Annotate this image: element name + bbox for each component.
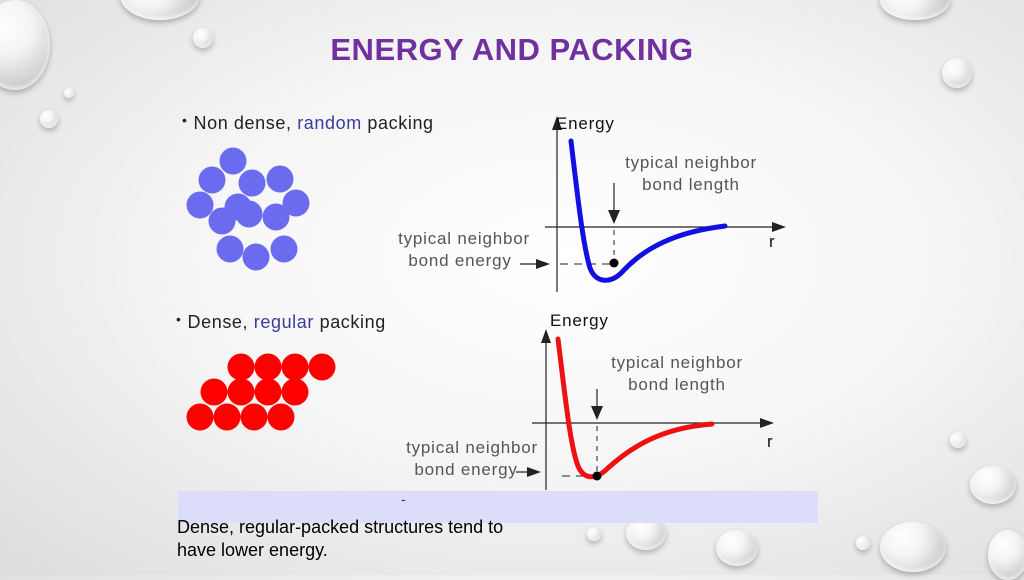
bullet-prefix: Dense, [187, 312, 254, 332]
bullet-accent: random [297, 113, 362, 133]
atom [242, 243, 270, 271]
atom [254, 378, 282, 406]
atom [208, 207, 236, 235]
bullet-non-dense: • Non dense, random packing [182, 112, 434, 134]
energy-curve [568, 138, 728, 283]
atom [282, 189, 310, 217]
regular-packing-atoms [186, 353, 336, 431]
x-axis-arrow [760, 418, 774, 428]
slide-title: ENERGY AND PACKING [330, 32, 694, 67]
bond-energy-arrowhead [527, 467, 541, 477]
atom [235, 200, 263, 228]
atom [281, 353, 309, 381]
bond-length-arrowhead [608, 210, 620, 224]
atom [219, 147, 247, 175]
water-drop [193, 28, 213, 48]
label-line: bond length [642, 175, 740, 194]
water-drop [988, 530, 1024, 580]
atom [186, 403, 214, 431]
bullet-suffix: packing [313, 312, 386, 332]
band-dash: - [401, 491, 406, 507]
label-line: bond length [628, 375, 726, 394]
bond-energy-label: typical neighbor bond energy [384, 228, 544, 272]
x-axis-arrow [772, 222, 786, 232]
y-axis-arrow [541, 329, 551, 343]
label-line: bond energy [414, 460, 518, 479]
atom [267, 403, 295, 431]
atom [254, 353, 282, 381]
water-drop [970, 466, 1016, 504]
water-drop [942, 58, 972, 88]
atom [308, 353, 336, 381]
bond-length-label: typical neighbor bond length [612, 152, 770, 196]
x-axis-label: r [767, 432, 774, 451]
atom [281, 378, 309, 406]
y-axis-label: Energy [550, 311, 609, 330]
water-drop [950, 432, 966, 448]
water-drop [880, 522, 946, 572]
highlight-band [178, 491, 818, 523]
atom [227, 378, 255, 406]
atom [227, 353, 255, 381]
energy-plot-1 [520, 116, 786, 292]
water-drop [120, 0, 200, 20]
caption-line: Dense, regular-packed structures tend to [177, 517, 504, 537]
bullet-dot: • [182, 112, 188, 128]
label-line: typical neighbor [611, 353, 743, 372]
atom [262, 203, 290, 231]
atom [216, 235, 244, 263]
y-axis-arrow [552, 116, 562, 130]
energy-plot-2 [516, 329, 774, 490]
atom [270, 235, 298, 263]
label-line: typical neighbor [398, 229, 530, 248]
bullet-prefix: Non dense, [193, 113, 298, 133]
bond-energy-arrowhead [536, 259, 550, 269]
bond-energy-label: typical neighbor bond energy [392, 437, 552, 481]
atom [198, 166, 226, 194]
bond-length-label: typical neighbor bond length [598, 352, 756, 396]
water-drop [716, 530, 758, 566]
atom [240, 403, 268, 431]
label-line: typical neighbor [625, 153, 757, 172]
water-drop [40, 110, 58, 128]
atom [238, 169, 266, 197]
bullet-dot: • [176, 311, 182, 327]
energy-minimum-point [592, 471, 602, 481]
y-axis-label: Energy [556, 114, 615, 133]
bullet-dense: • Dense, regular packing [176, 311, 386, 333]
water-drop [856, 536, 870, 550]
bullet-suffix: packing [361, 113, 434, 133]
caption: Dense, regular-packed structures tend to… [177, 516, 503, 562]
atom [186, 191, 214, 219]
atom [266, 165, 294, 193]
caption-line: have lower energy. [177, 540, 328, 560]
label-line: typical neighbor [406, 438, 538, 457]
random-packing-atoms [186, 147, 310, 271]
atom [213, 403, 241, 431]
energy-curve [555, 336, 715, 480]
bullet-accent: regular [253, 312, 314, 332]
x-axis-label: r [769, 232, 776, 251]
bond-length-arrowhead [591, 406, 603, 420]
water-drop [587, 527, 601, 541]
atom [200, 378, 228, 406]
water-drop [64, 88, 74, 98]
water-drop [880, 0, 950, 20]
label-line: bond energy [408, 251, 512, 270]
energy-minimum-point [609, 258, 619, 268]
